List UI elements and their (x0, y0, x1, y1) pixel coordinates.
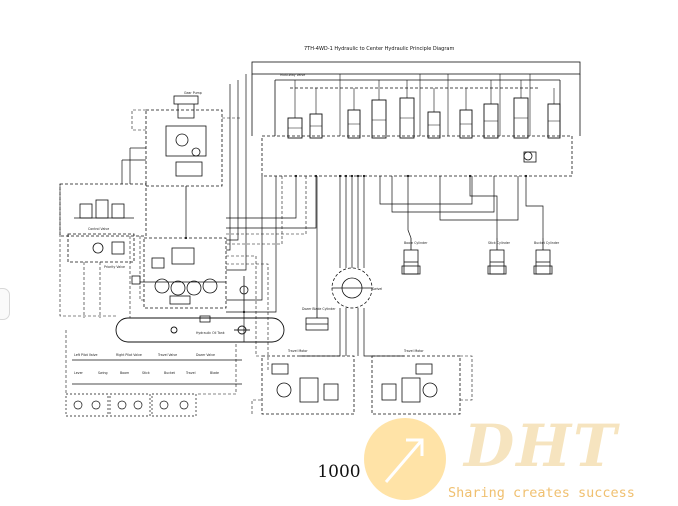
pilot-sub-label: Lever (74, 371, 84, 375)
pilot-sub-label: Blade (210, 371, 219, 375)
page-edge-marker (0, 288, 10, 320)
watermark-tagline: Sharing creates success (448, 485, 635, 501)
gear-pump-label: Gear Pump (184, 91, 202, 95)
right-travel-motor (371, 355, 461, 415)
pilot-3-label: Travel Valve (157, 353, 177, 357)
control-valve-label: Control Valve (88, 227, 109, 231)
boom-cylinder (401, 238, 421, 275)
pilot-2-label: Right Pilot Valve (116, 353, 142, 357)
watermark-logo: DHT (464, 412, 619, 480)
bucket-cylinder (533, 238, 553, 275)
dozer-blade-cylinder (305, 310, 329, 331)
pilot-sub-label: Swing (98, 371, 108, 375)
watermark: DHT Sharing creates success (360, 408, 678, 506)
hydraulic-oil-tank (115, 317, 285, 343)
pilot-sub-label: Stick (142, 371, 150, 375)
center-swivel (331, 267, 373, 309)
junction-dots (184, 174, 528, 314)
pilot-4-label: Dozer Valve (196, 353, 215, 357)
diagram-title: 7TH-4WD-1 Hydraulic to Center Hydraulic … (304, 46, 454, 52)
cylinder-1-label: Boom Cylinder (404, 241, 428, 245)
multi-way-valve-block (251, 61, 581, 177)
pilot-sub-label: Travel (185, 371, 196, 375)
cylinder-2-label: Stick Cylinder (488, 241, 511, 245)
hydraulic-lines (59, 74, 544, 414)
cylinder-3-label: Bucket Cylinder (534, 241, 560, 245)
pilot-valve-row (65, 359, 242, 417)
pilot-1-label: Left Pilot Valve (74, 353, 98, 357)
swivel-label: Swivel (372, 287, 382, 291)
gear-pump-unit (145, 95, 223, 200)
stick-cylinder (487, 238, 507, 275)
left-travel-motor-label: Travel Motor (287, 349, 308, 353)
control-valve-unit (59, 183, 147, 263)
multi-way-valve-label: Multi-Way Valve (280, 73, 305, 77)
main-pump-cluster (131, 237, 249, 323)
pilot-sub-label: Bucket (164, 371, 176, 375)
dozer-cylinder-label: Dozer Blade Cylinder (302, 307, 336, 311)
pilot-sub-labels: Lever Swing Boom Stick Bucket Travel Bla… (74, 371, 219, 375)
oil-tank-label: Hydraulic Oil Tank (196, 331, 225, 335)
priority-valve-label: Priority Valve (104, 265, 125, 269)
page-number: 1000 (317, 462, 361, 482)
left-travel-motor (261, 355, 355, 415)
pilot-sub-label: Boom (120, 371, 129, 375)
arrow-icon (384, 438, 424, 483)
right-travel-motor-label: Travel Motor (403, 349, 424, 353)
